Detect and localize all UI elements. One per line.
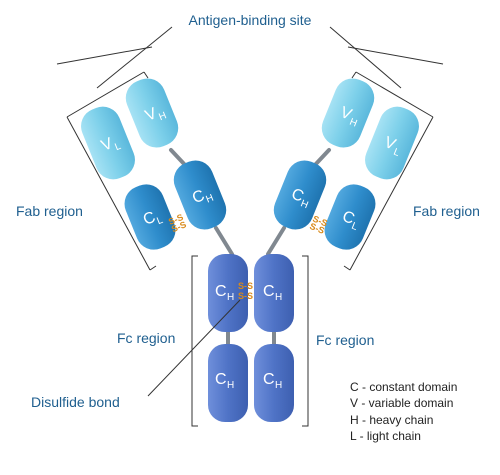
fc-left-upper-constant-domain: C H (208, 254, 248, 332)
svg-text:S-S: S-S (238, 281, 253, 291)
right-heavy-constant-domain: C H (273, 160, 327, 230)
right-light-constant-domain: C L (324, 184, 376, 250)
legend-item-light: L - light chain (350, 429, 421, 443)
legend-item-heavy: H - heavy chain (350, 413, 433, 427)
fc-bracket-left (191, 255, 198, 427)
fc-right-upper-constant-domain: C H (254, 254, 294, 332)
svg-text:L: L (113, 141, 123, 153)
antigen-binding-callout-lines (56, 26, 444, 89)
legend-item-constant: C - constant domain (350, 380, 457, 394)
svg-text:L: L (350, 221, 360, 233)
svg-text:C: C (263, 371, 275, 388)
disulfide-bond-right-fab: S-S S-S (308, 214, 329, 236)
left-light-constant-domain: C L (124, 184, 176, 250)
svg-text:H: H (299, 198, 310, 211)
svg-text:H: H (157, 110, 168, 123)
svg-text:H: H (227, 292, 234, 303)
fc-region-right-label: Fc region (316, 332, 374, 348)
svg-text:L: L (155, 215, 165, 227)
svg-text:H: H (348, 117, 359, 130)
fc-left-lower-constant-domain: C H (208, 344, 248, 422)
svg-text:H: H (204, 193, 215, 206)
svg-text:H: H (275, 292, 282, 303)
svg-text:H: H (227, 380, 234, 391)
left-heavy-variable-domain: V H (125, 78, 179, 148)
left-heavy-constant-domain: C H (173, 160, 227, 230)
antigen-binding-site-label: Antigen-binding site (189, 12, 312, 28)
svg-text:C: C (215, 283, 227, 300)
fab-bracket-left (66, 71, 157, 271)
svg-text:C: C (263, 283, 275, 300)
fab-region-left-label: Fab region (16, 203, 83, 219)
fc-bracket-right (302, 255, 309, 427)
legend: C - constant domain V - variable domain … (350, 380, 457, 443)
right-heavy-variable-domain: V H (321, 78, 375, 148)
fab-region-right-label: Fab region (413, 203, 480, 219)
svg-text:C: C (215, 371, 227, 388)
right-light-variable-domain: V L (365, 106, 419, 180)
left-light-variable-domain: V L (81, 106, 135, 180)
disulfide-bond-pointer-line (147, 299, 241, 397)
fc-right-lower-constant-domain: C H (254, 344, 294, 422)
hinge-lines (169, 148, 331, 346)
fab-bracket-right (343, 71, 434, 271)
svg-text:L: L (392, 147, 402, 159)
legend-item-variable: V - variable domain (350, 396, 453, 410)
disulfide-bond-hinge: S-S S-S (238, 281, 253, 301)
disulfide-bond-label: Disulfide bond (31, 394, 120, 410)
svg-text:H: H (275, 380, 282, 391)
fc-region-left-label: Fc region (117, 330, 175, 346)
svg-text:S-S: S-S (238, 291, 253, 301)
